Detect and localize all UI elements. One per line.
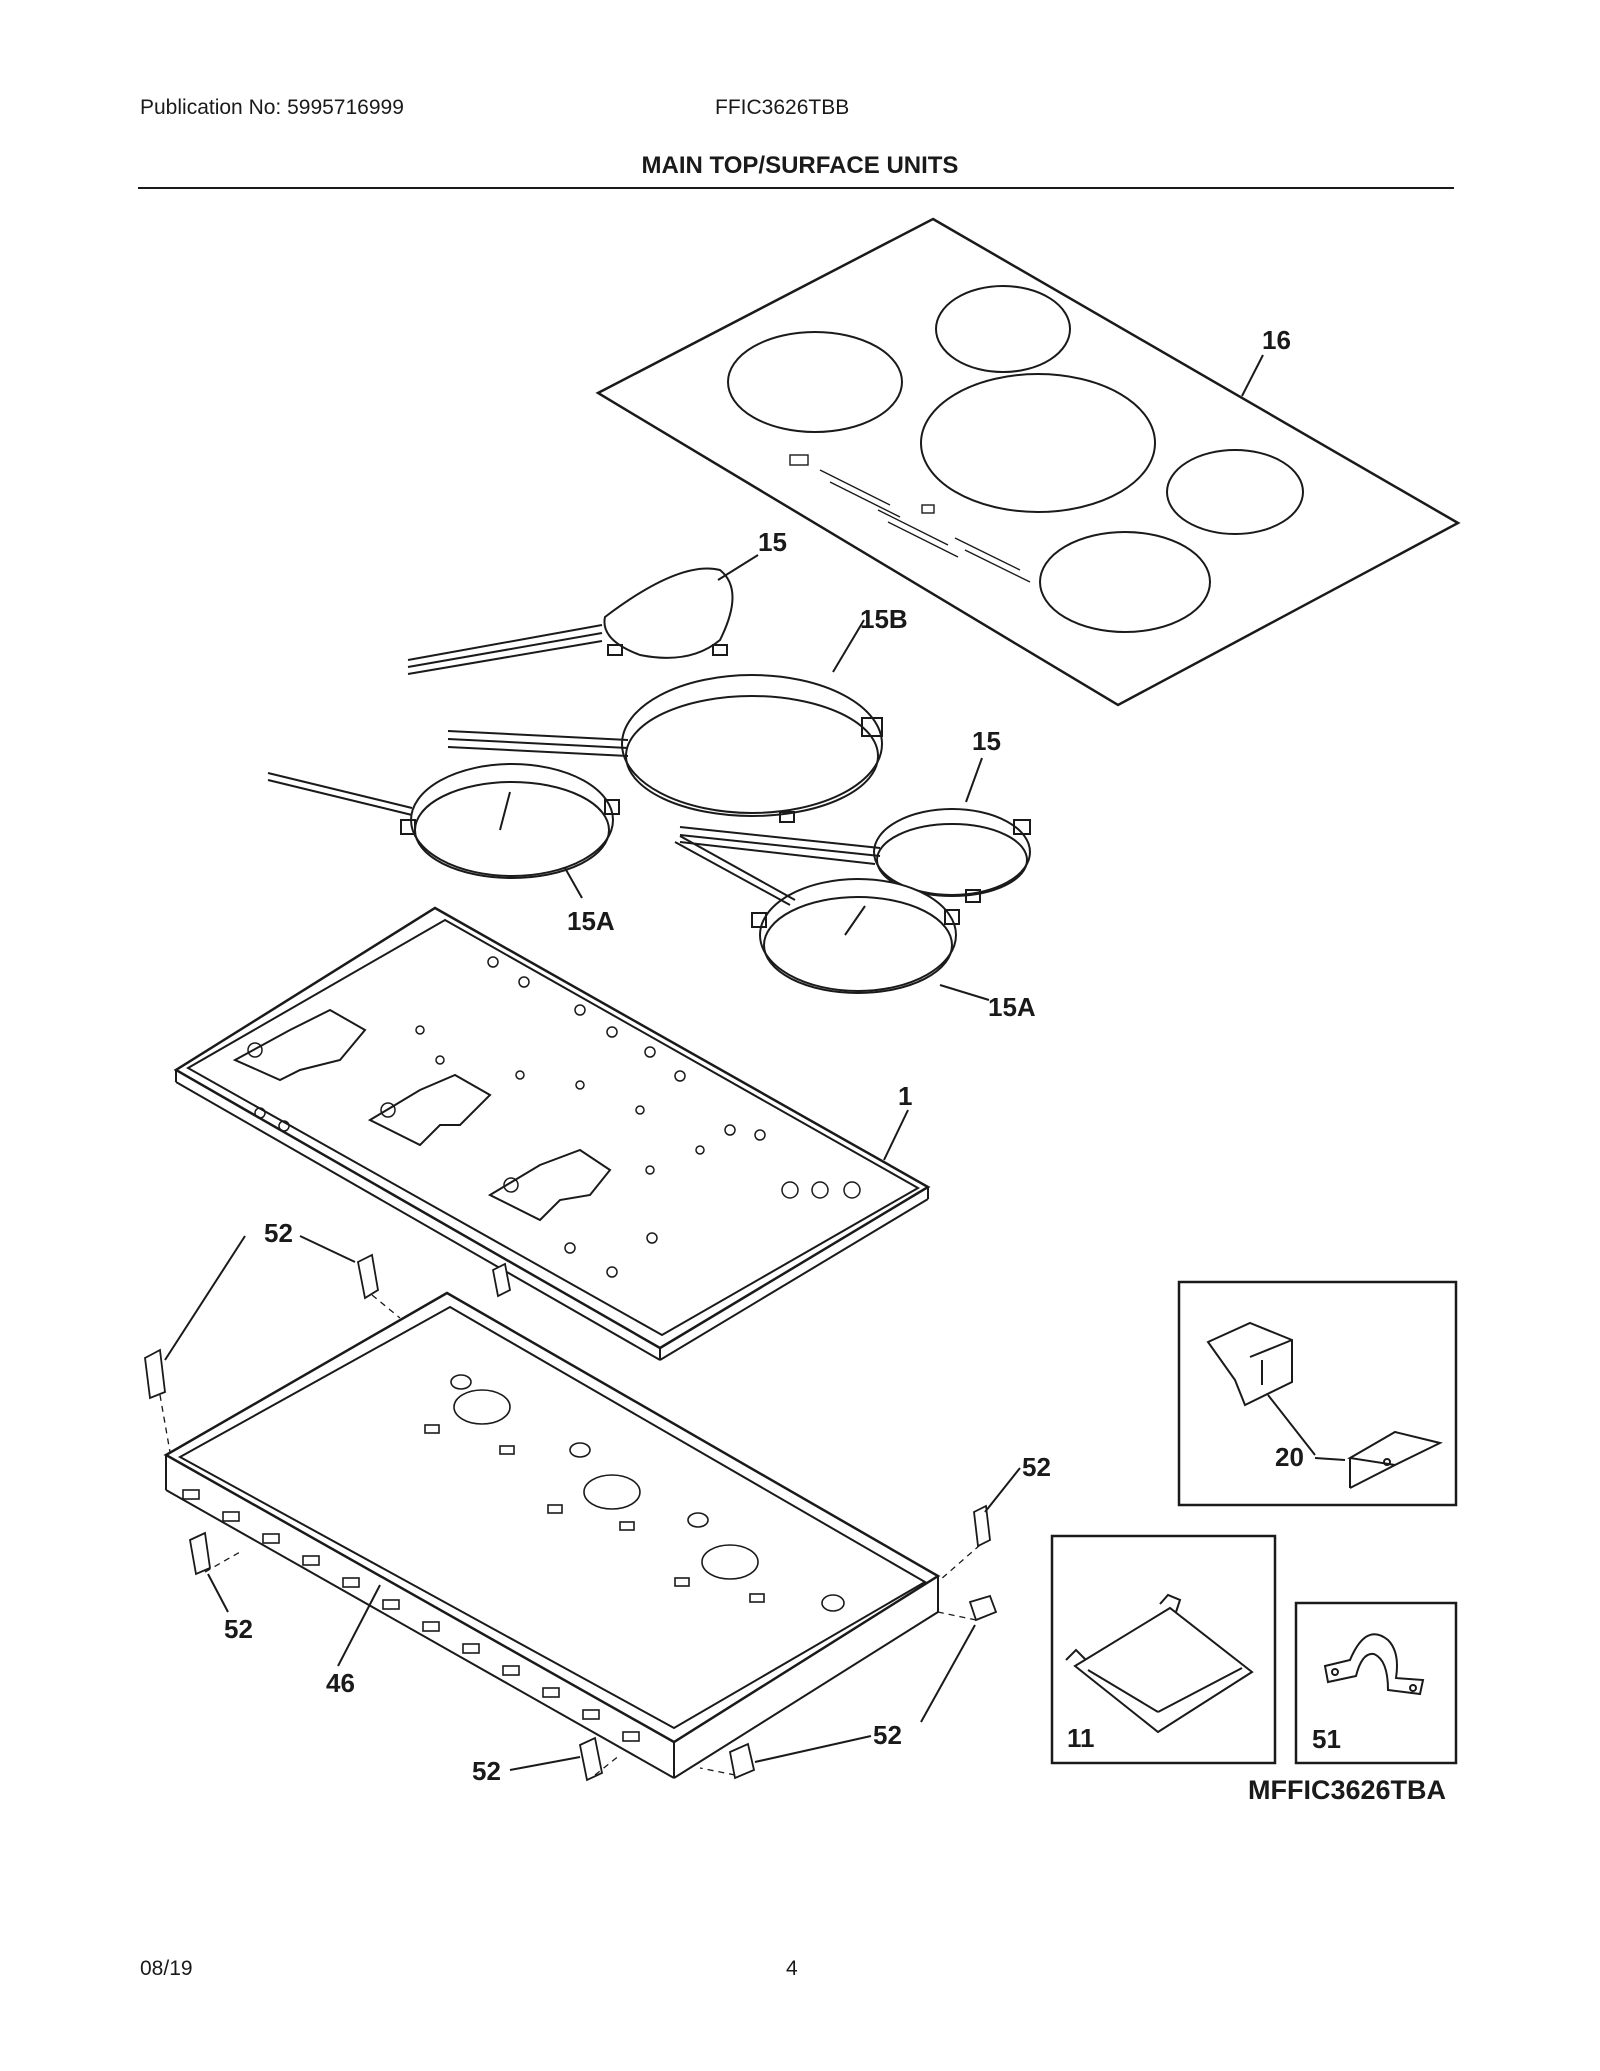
surface-element-15a-left — [267, 763, 620, 879]
inset-box-clamp — [1294, 1601, 1458, 1765]
callout-15-rear: 15 — [758, 527, 787, 557]
callout-11: 11 — [1067, 1723, 1095, 1753]
callout-20: 20 — [1275, 1442, 1304, 1472]
callout-15a-left: 15A — [567, 906, 615, 936]
publication-number: Publication No: 5995716999 — [140, 96, 404, 119]
header-rule — [138, 187, 1454, 189]
bracket-part — [1206, 1321, 1443, 1489]
inset-box-tray — [1050, 1534, 1277, 1765]
main-top-frame — [173, 906, 931, 1361]
diagram-reference-code: MFFIC3626TBA — [1248, 1775, 1447, 1805]
surface-element-15-right — [679, 808, 1031, 903]
clamp-part — [1323, 1633, 1425, 1696]
page-number: 4 — [786, 1957, 798, 1980]
lower-box — [163, 1291, 941, 1779]
callout-52-front-right: 52 — [873, 1720, 902, 1750]
surface-element-15b — [447, 674, 883, 823]
leader-lines — [164, 354, 1346, 1771]
callout-15-right: 15 — [972, 726, 1001, 756]
section-title: MAIN TOP/SURFACE UNITS — [641, 152, 959, 179]
clip-parts — [144, 1253, 998, 1782]
tray-part — [1065, 1593, 1254, 1734]
inset-box-bracket — [1177, 1280, 1458, 1507]
callout-51: 51 — [1312, 1724, 1341, 1754]
model-number: FFIC3626TBB — [715, 96, 850, 119]
callout-16: 16 — [1262, 325, 1291, 355]
callout-15a-front: 15A — [988, 992, 1036, 1022]
callout-52-front-left: 52 — [224, 1614, 253, 1644]
callout-1: 1 — [898, 1081, 912, 1111]
callout-52-upper-left: 52 — [264, 1218, 293, 1248]
footer-date: 08/19 — [140, 1957, 193, 1980]
callout-52-right: 52 — [1022, 1452, 1051, 1482]
callout-15b: 15B — [860, 604, 908, 634]
callout-52-front-mid: 52 — [472, 1756, 501, 1786]
glass-cooktop-part — [595, 217, 1461, 707]
surface-element-15-rear — [407, 567, 734, 675]
surface-element-15a-front — [674, 835, 960, 994]
callout-46: 46 — [326, 1668, 355, 1698]
